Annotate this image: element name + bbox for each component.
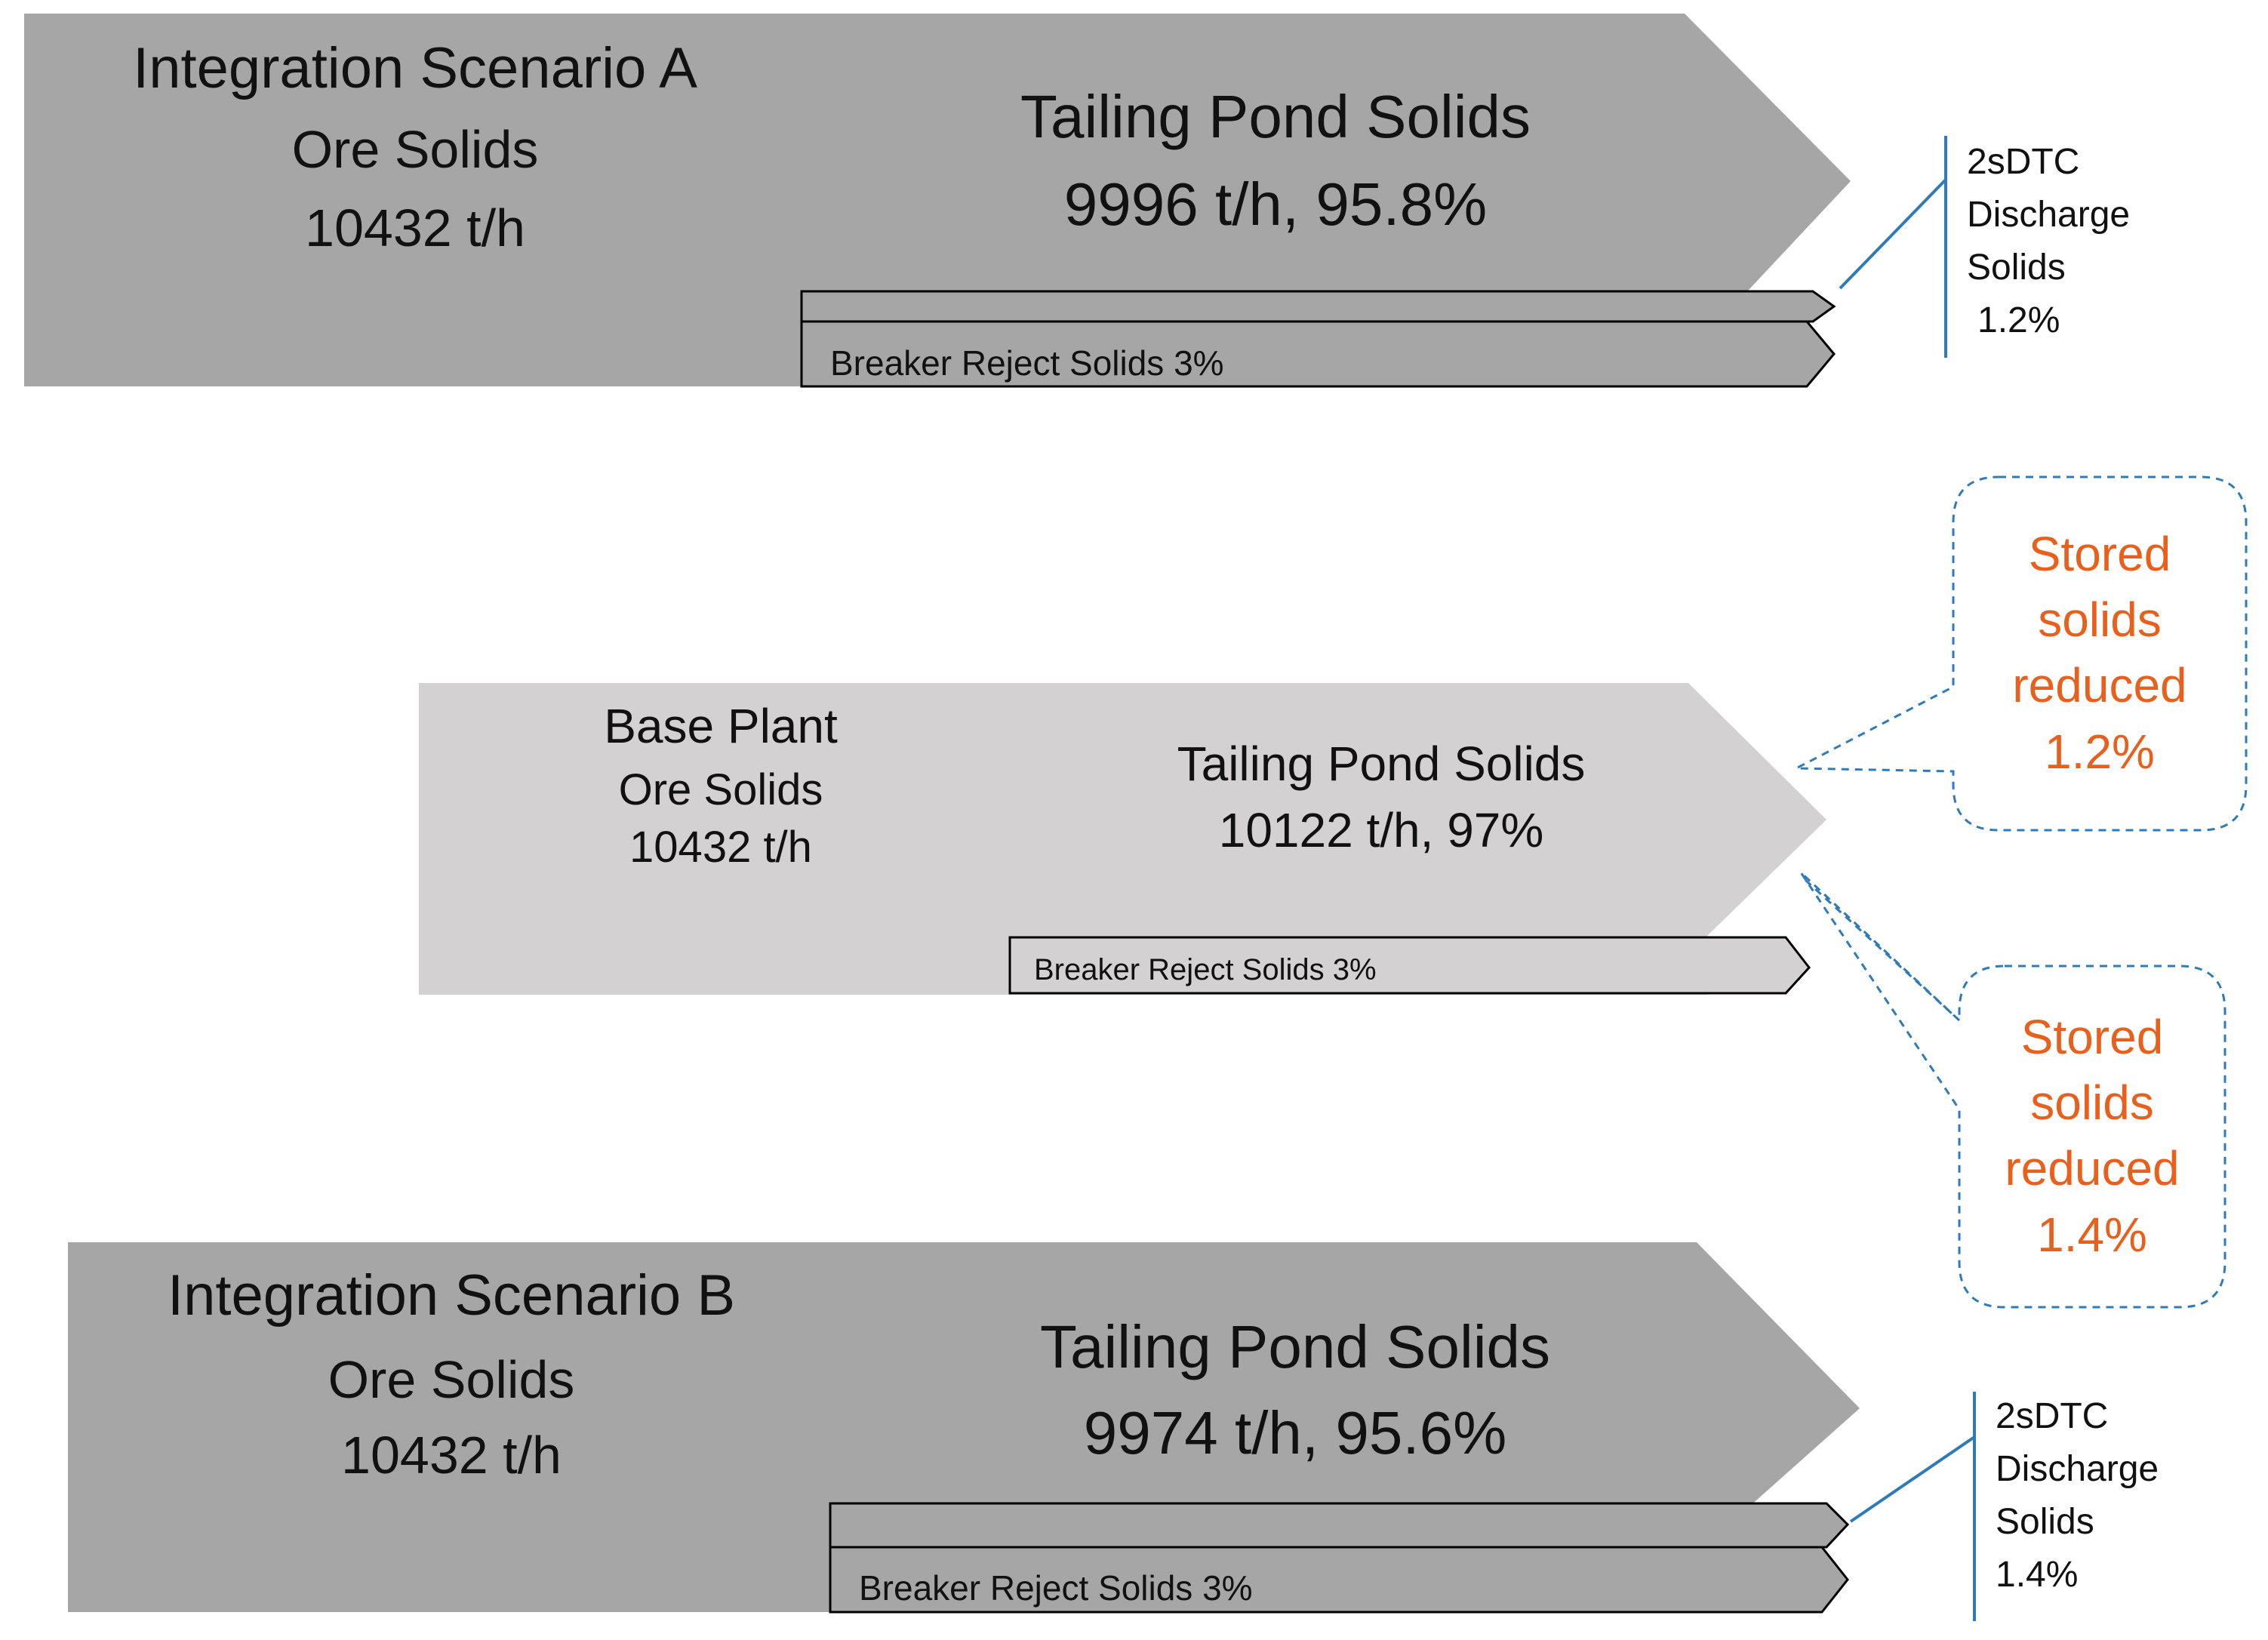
scenario-a-tailing-label: Tailing Pond Solids — [1020, 83, 1531, 150]
scenario-b-ore-value: 10432 t/h — [341, 1426, 562, 1485]
scenario-a-dtc-arrow — [800, 290, 1836, 323]
scenario-a-dtc-connector — [1839, 178, 1947, 290]
scenario-a-breaker-label: Breaker Reject Solids 3% — [830, 343, 1224, 383]
base-plant-breaker-arrow — [1008, 936, 1811, 995]
callout-b-line4: 1.4% — [2037, 1208, 2147, 1262]
scenario-b-breaker-arrow — [829, 1546, 1849, 1614]
callout-b-line2: solids — [2030, 1075, 2154, 1130]
scenario-a-dtc-line3: Solids — [1967, 248, 2066, 288]
scenario-a-ore-label: Ore Solids — [292, 120, 539, 179]
base-plant-main-arrow — [419, 683, 1826, 995]
scenario-a-tailing-value: 9996 t/h, 95.8% — [1064, 171, 1487, 238]
scenario-a-dtc-line4: 1.2% — [1977, 300, 2060, 340]
base-plant-breaker-label: Breaker Reject Solids 3% — [1034, 953, 1377, 986]
scenario-b-dtc-line4: 1.4% — [1996, 1555, 2078, 1595]
base-plant-group: Base Plant Ore Solids 10432 t/h Tailing … — [419, 683, 1826, 995]
scenario-b-dtc-connector — [1849, 1435, 1976, 1523]
base-plant-tailing-label: Tailing Pond Solids — [1177, 737, 1586, 791]
scenario-b-tailing-label: Tailing Pond Solids — [1040, 1313, 1550, 1380]
scenario-b-breaker-label: Breaker Reject Solids 3% — [859, 1568, 1253, 1608]
scenario-b-dtc-line1: 2sDTC — [1996, 1396, 2108, 1436]
callout-a-line2: solids — [2038, 592, 2162, 647]
scenario-b-group: Integration Scenario B Ore Solids 10432 … — [68, 1242, 2159, 1621]
callout-b-line1: Stored — [2021, 1010, 2164, 1064]
base-plant-title: Base Plant — [604, 699, 838, 753]
scenario-b-dtc-line2: Discharge — [1996, 1449, 2159, 1489]
scenario-b-dtc-line3: Solids — [1996, 1502, 2094, 1542]
scenario-a-group: Integration Scenario A Ore Solids 10432 … — [24, 14, 2130, 388]
callout-a-line4: 1.2% — [2045, 725, 2155, 779]
scenario-a-dtc-line2: Discharge — [1967, 195, 2130, 235]
scenario-a-dtc-line1: 2sDTC — [1967, 142, 2079, 182]
callout-a-line3: reduced — [2012, 658, 2186, 712]
callout-b-line3: reduced — [2005, 1141, 2179, 1195]
scenario-b-dtc-arrow — [829, 1502, 1850, 1549]
scenario-a-ore-value: 10432 t/h — [305, 198, 525, 257]
base-plant-ore-value: 10432 t/h — [629, 823, 812, 872]
callout-b-pointer-2 — [1804, 878, 1961, 1022]
callout-b: Stored solids reduced 1.4% — [1799, 871, 2226, 1309]
base-plant-tailing-value: 10122 t/h, 97% — [1219, 803, 1544, 857]
callout-b-box — [1799, 871, 2226, 1309]
scenario-b-tailing-value: 9974 t/h, 95.6% — [1084, 1399, 1506, 1466]
scenario-b-title: Integration Scenario B — [168, 1263, 735, 1328]
scenario-b-ore-label: Ore Solids — [328, 1350, 575, 1409]
callout-a-line1: Stored — [2029, 527, 2171, 581]
scenario-a-breaker-arrow — [800, 320, 1836, 388]
callout-a-box — [1796, 475, 2248, 832]
scenario-a-title: Integration Scenario A — [133, 36, 697, 100]
base-plant-ore-label: Ore Solids — [619, 765, 823, 814]
callout-a: Stored solids reduced 1.2% — [1796, 475, 2248, 832]
